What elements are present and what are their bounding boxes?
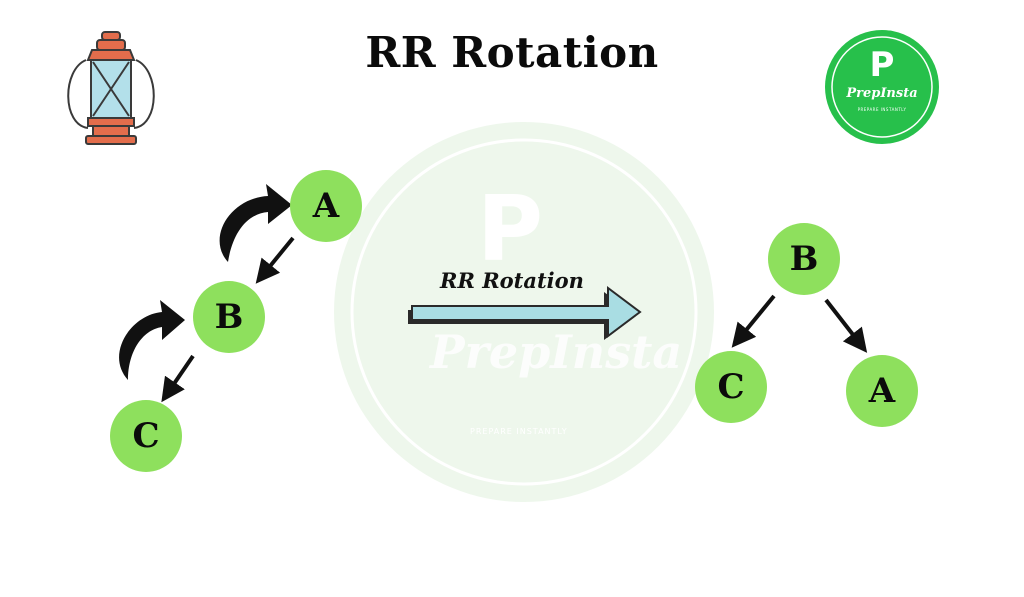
lantern-icon [67, 31, 155, 145]
edge-a-b [255, 236, 295, 284]
watermark-p: P [477, 177, 543, 282]
node-b-after: B [768, 223, 840, 295]
curved-arrow-icon [119, 300, 185, 380]
watermark-tagline: PREPARE INSTANTLY [470, 427, 568, 436]
page-title: RR Rotation [365, 28, 659, 77]
node-c-before: C [110, 400, 182, 472]
edge-b-c-after [731, 294, 776, 348]
logo-initial: P [869, 45, 895, 85]
edge-b-c [161, 354, 195, 403]
transition-arrow [408, 286, 642, 340]
node-b-before: B [193, 281, 265, 353]
node-a-before: A [290, 170, 362, 242]
logo-name: PrepInsta [846, 86, 918, 101]
watermark-name: PrepInsta [430, 325, 683, 379]
node-c-after: C [695, 351, 767, 423]
curved-arrow-icon [219, 184, 292, 262]
transition-label: RR Rotation [440, 268, 584, 293]
node-a-after: A [846, 355, 918, 427]
edge-b-a-after [824, 298, 868, 353]
watermark-ring [350, 138, 698, 486]
logo-tagline: PREPARE INSTANTLY [857, 107, 907, 112]
